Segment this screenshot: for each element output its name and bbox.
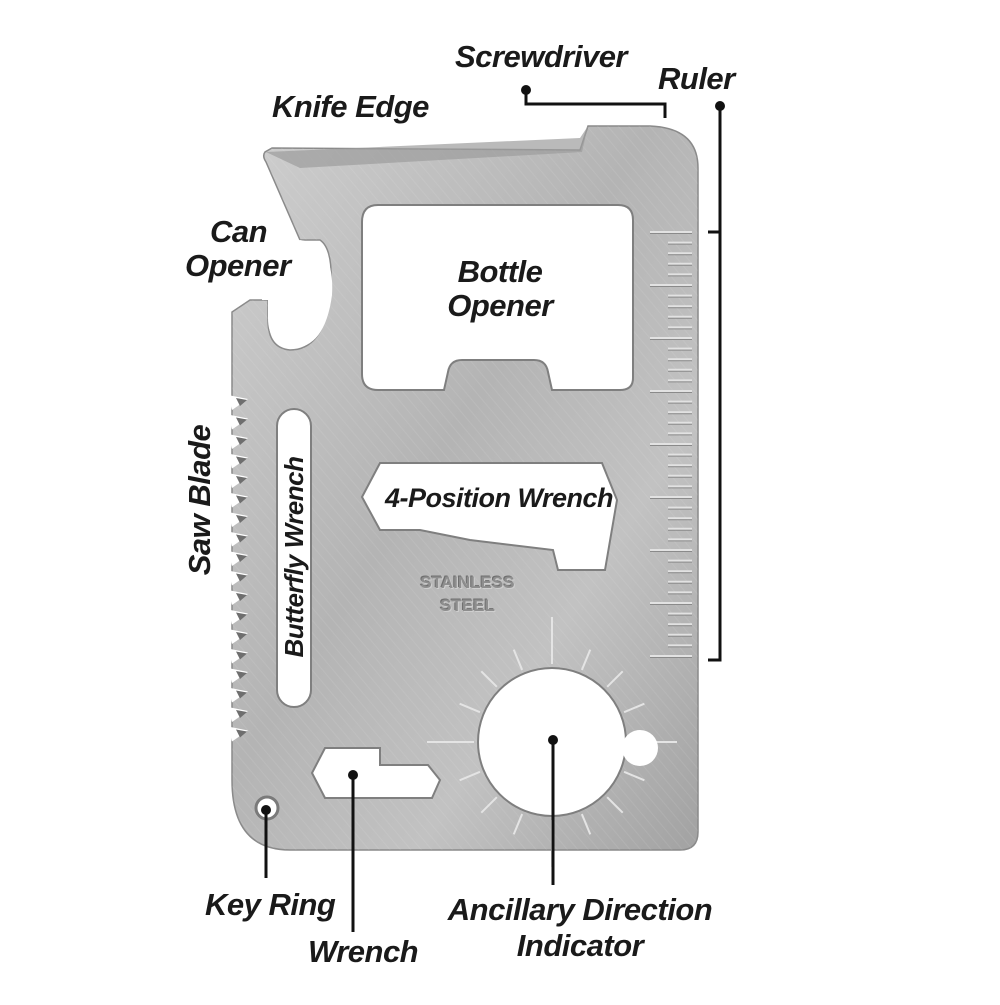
saw-tooth: [228, 434, 248, 449]
ruler-ticks: [650, 231, 692, 658]
saw-tooth-shadow: [236, 554, 247, 562]
compass-tick: [580, 813, 592, 835]
saw-tooth: [228, 414, 248, 430]
label-bottle-opener-line2: Opener: [447, 288, 553, 323]
saw-tooth-shadow: [236, 534, 247, 543]
label-four-position-wrench: 4-Position Wrench: [385, 483, 614, 513]
label-key-ring: Key Ring: [205, 887, 336, 922]
direction-indicator-dot: [548, 735, 558, 745]
saw-tooth-shadow: [236, 593, 247, 601]
saw-tooth: [228, 590, 248, 605]
label-butterfly-wrench: Butterfly Wrench: [279, 456, 309, 658]
compass-tick: [580, 649, 592, 671]
saw-tooth-shadow: [236, 437, 247, 445]
saw-tooth-shadow: [236, 495, 247, 504]
four-position-wrench-cutout: [360, 462, 619, 571]
saw-tooth-shadow: [236, 690, 247, 699]
saw-tooth: [228, 531, 248, 547]
saw-tooth-shadow: [236, 651, 247, 660]
compass-tick: [512, 649, 524, 671]
butterfly-wrench-slot: [276, 408, 312, 708]
saw-tooth: [228, 492, 248, 508]
ruler-dot: [715, 101, 725, 111]
label-can-opener-line1: Can: [210, 214, 268, 249]
compass-tick: [480, 670, 498, 688]
label-bottle-opener-line1: Bottle: [457, 254, 543, 289]
saw-tooth-shadow: [236, 515, 247, 523]
saw-tooth: [228, 629, 248, 644]
knife-edge: [266, 126, 588, 168]
ruler-leader: [708, 108, 722, 662]
can-opener-cutout: [262, 240, 333, 348]
saw-tooth-shadow: [236, 476, 247, 484]
screwdriver-leader: [524, 92, 667, 118]
saw-blade-teeth: [228, 395, 248, 742]
label-screwdriver: Screwdriver: [455, 39, 628, 74]
compass-tick: [459, 702, 481, 714]
screwdriver-dot: [521, 85, 531, 95]
wrench-cutout: [310, 747, 442, 799]
saw-tooth: [228, 551, 248, 566]
leader-dots: [261, 85, 725, 815]
label-can-opener-line2: Opener: [185, 248, 291, 283]
leader-lines: [264, 92, 722, 932]
label-saw-blade: Saw Blade: [182, 424, 217, 576]
saw-tooth-shadow: [236, 456, 247, 465]
saw-tooth-shadow: [236, 671, 247, 679]
saw-tooth: [228, 570, 248, 586]
compass-tick: [623, 702, 645, 714]
saw-tooth: [228, 609, 248, 625]
saw-tooth: [228, 707, 248, 722]
saw-tooth-shadow: [236, 729, 247, 738]
compass-tick: [459, 770, 481, 782]
saw-tooth: [228, 648, 248, 664]
label-knife-edge: Knife Edge: [272, 89, 429, 124]
wrench-dot: [348, 770, 358, 780]
compass-tick: [606, 670, 624, 688]
stamp-line1: STAINLESS: [420, 573, 515, 592]
saw-tooth: [228, 687, 248, 703]
label-ruler: Ruler: [658, 61, 735, 96]
compass-tick: [623, 770, 645, 782]
compass-tick: [606, 796, 624, 814]
saw-tooth: [228, 668, 248, 683]
saw-tooth-shadow: [236, 612, 247, 621]
saw-tooth: [228, 473, 248, 488]
label-direction-indicator-line1: Ancillary Direction: [447, 892, 713, 927]
compass-tick: [480, 796, 498, 814]
saw-tooth-shadow: [236, 710, 247, 718]
compass-tick: [512, 813, 524, 835]
saw-tooth-shadow: [236, 417, 247, 426]
label-wrench: Wrench: [308, 934, 419, 969]
bottle-opener-cutout: [361, 204, 634, 391]
stamp-line2: STEEL: [440, 596, 495, 615]
saw-tooth-shadow: [236, 632, 247, 640]
saw-tooth: [228, 512, 248, 527]
label-direction-indicator-line2: Indicator: [516, 928, 644, 963]
saw-tooth: [228, 453, 248, 469]
saw-tooth-shadow: [236, 398, 247, 406]
saw-tooth-shadow: [236, 573, 247, 582]
saw-tooth: [228, 726, 248, 742]
saw-tooth: [228, 395, 248, 410]
key-ring-dot: [261, 805, 271, 815]
